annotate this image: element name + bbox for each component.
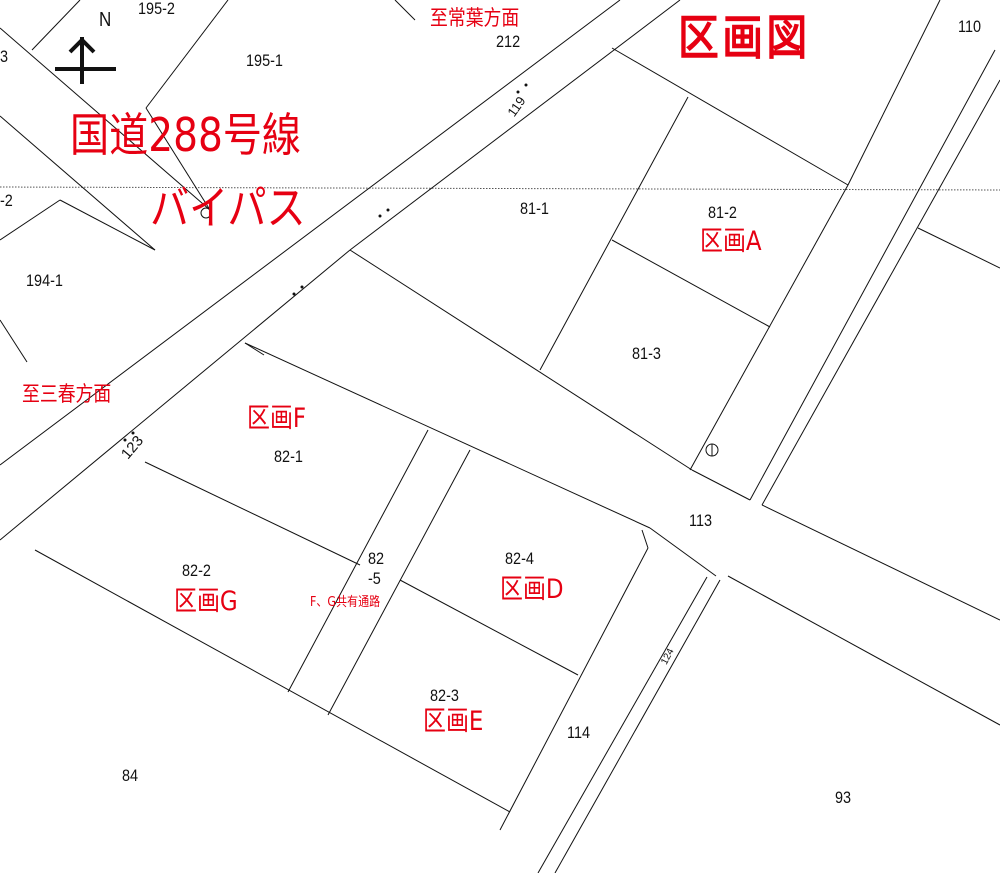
parcel-3: 3 xyxy=(0,47,9,66)
road-name-line1: 国道288号線 xyxy=(70,108,302,162)
parcel-81-1: 81-1 xyxy=(520,199,549,218)
parcel-81-3: 81-3 xyxy=(632,344,661,363)
parcel-195-2: 195-2 xyxy=(138,0,175,18)
parcel-110: 110 xyxy=(958,17,982,36)
shared-path-note: F、G共有通路 xyxy=(310,595,381,610)
north-label: N xyxy=(99,9,112,31)
parcel-114: 114 xyxy=(567,723,591,742)
direction-label-north: 至常葉方面 xyxy=(430,6,520,30)
section-f-label: 区画F xyxy=(247,403,307,434)
parcel-212: 212 xyxy=(496,32,521,51)
parcel-93: 93 xyxy=(835,788,852,807)
parcel-2: -2 xyxy=(0,191,13,210)
section-g-label: 区画G xyxy=(174,586,238,617)
section-a-label: 区画A xyxy=(700,226,762,257)
north-arrow-icon xyxy=(55,37,116,84)
parcel-113: 113 xyxy=(689,511,713,530)
direction-label-south: 至三春方面 xyxy=(22,382,112,406)
parcel-81-2: 81-2 xyxy=(708,203,737,222)
parcel-195-1: 195-1 xyxy=(246,51,283,70)
parcel-82-1: 82-1 xyxy=(274,447,303,466)
parcel-82-4: 82-4 xyxy=(505,549,534,568)
parcel-84: 84 xyxy=(122,766,139,785)
parcel-82-2: 82-2 xyxy=(182,561,211,580)
road-name-line2: バイパス xyxy=(150,181,306,235)
section-e-label: 区画E xyxy=(423,706,484,737)
parcel-82-5-top: 82 xyxy=(368,549,385,568)
section-d-label: 区画D xyxy=(500,574,564,605)
parcel-82-5-bottom: -5 xyxy=(368,569,381,588)
parcel-82-3: 82-3 xyxy=(430,686,459,705)
parcel-194-1: 194-1 xyxy=(26,271,63,290)
map-title: 区画図 xyxy=(678,10,811,66)
